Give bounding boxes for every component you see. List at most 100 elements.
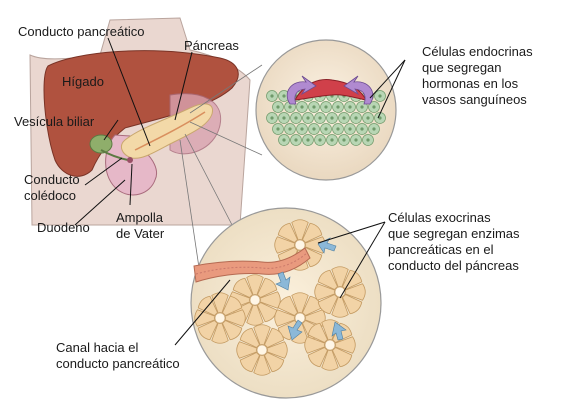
endocrine-cell-nucleus xyxy=(348,105,352,109)
endocrine-cell-nucleus xyxy=(318,138,322,142)
pointer-lines xyxy=(74,37,406,346)
label-gallbladder: Vesícula biliar xyxy=(14,114,95,129)
exocrine-cell xyxy=(257,277,278,298)
endocrine-cell-nucleus xyxy=(348,127,352,131)
exocrine-cell xyxy=(291,292,309,313)
endocrine-cell-nucleus xyxy=(354,138,358,142)
exocrine-cell xyxy=(267,341,288,359)
exocrine-cell xyxy=(307,322,328,343)
endocrine-cell-nucleus xyxy=(336,105,340,109)
acinus-lumen xyxy=(249,294,261,306)
exocrine-cell xyxy=(314,283,335,301)
exocrine-cell xyxy=(345,283,366,301)
endocrine-cell-nucleus xyxy=(288,105,292,109)
endocrine-cell-nucleus xyxy=(354,116,358,120)
bile-duct-line xyxy=(100,149,129,161)
endocrine-cell-nucleus xyxy=(324,105,328,109)
endocrine-cell-nucleus xyxy=(342,116,346,120)
exocrine-cell xyxy=(332,347,353,368)
exocrine-cell xyxy=(321,350,339,371)
acinus-lumen xyxy=(256,344,268,356)
endocrine-cell-nucleus xyxy=(282,138,286,142)
exocrine-cell xyxy=(331,297,349,318)
endocrine-cell-nucleus xyxy=(276,127,280,131)
exocrine-cell xyxy=(291,219,309,240)
endocrine-cell-nucleus xyxy=(372,127,376,131)
exocrine-cell xyxy=(307,347,328,368)
exocrine-circle xyxy=(190,207,382,399)
endocrine-cell-nucleus xyxy=(270,116,274,120)
exocrine-cell xyxy=(274,309,295,327)
channel-tube xyxy=(193,247,311,283)
endocrine-cell-nucleus xyxy=(318,116,322,120)
endocrine-cell-nucleus xyxy=(372,105,376,109)
hormone-arrow-left xyxy=(286,75,317,105)
acinus-lumen xyxy=(324,339,336,351)
endocrine-cell-nucleus xyxy=(276,105,280,109)
label-exocrine-cells: Células exocrinas que segregan enzimas p… xyxy=(388,210,520,273)
endocrine-cell-nucleus xyxy=(342,138,346,142)
exocrine-cell xyxy=(222,320,243,341)
label-channel: Canal hacia el conducto pancreático xyxy=(56,340,180,371)
exocrine-cell xyxy=(264,352,285,373)
exocrine-cell xyxy=(302,222,323,243)
endocrine-cell-nucleus xyxy=(306,116,310,120)
label-endocrine-cells: Células endocrinas que segregan hormonas… xyxy=(422,44,533,107)
label-pancreatic-duct: Conducto pancreático xyxy=(18,24,145,39)
endocrine-cell-nucleus xyxy=(282,116,286,120)
exocrine-cell xyxy=(342,294,363,315)
exocrine-cell xyxy=(317,269,338,290)
exocrine-cell xyxy=(246,274,264,295)
exocrine-cell xyxy=(197,320,218,341)
label-liver: Hígado xyxy=(62,74,104,89)
exocrine-cell xyxy=(222,295,243,316)
endocrine-cell-nucleus xyxy=(294,116,298,120)
exocrine-cell xyxy=(225,309,246,327)
endocrine-cell-nucleus xyxy=(366,116,370,120)
exocrine-cell xyxy=(264,327,285,348)
exocrine-cell xyxy=(260,291,281,309)
exocrine-cell xyxy=(335,336,356,354)
endocrine-cell-nucleus xyxy=(378,94,382,98)
exocrine-cell xyxy=(236,341,257,359)
label-common-bile-duct: Conducto colédoco xyxy=(24,172,80,203)
exocrine-cell xyxy=(253,355,271,376)
pancreatic-duct-line xyxy=(134,111,206,151)
exocrine-cell xyxy=(211,292,229,313)
acinus-lumen xyxy=(294,239,306,251)
label-pancreas: Páncreas xyxy=(184,38,239,53)
label-duodenum: Duodeno xyxy=(37,220,90,235)
exocrine-cell xyxy=(239,327,260,348)
endocrine-cell-nucleus xyxy=(270,94,274,98)
exocrine-cell xyxy=(239,352,260,373)
endocrine-cell-nucleus xyxy=(282,94,286,98)
islet-cells xyxy=(266,90,386,146)
exocrine-cell xyxy=(274,236,295,254)
acinus-lumen xyxy=(214,312,226,324)
endocrine-cell-nucleus xyxy=(378,116,382,120)
exocrine-cell xyxy=(277,222,298,243)
exocrine-cell xyxy=(317,294,338,315)
endocrine-cell-nucleus xyxy=(366,138,370,142)
ampulla-spot xyxy=(127,157,133,163)
exocrine-cell xyxy=(277,295,298,316)
endocrine-cell-nucleus xyxy=(312,105,316,109)
gallbladder xyxy=(89,134,113,154)
endocrine-cell-nucleus xyxy=(312,127,316,131)
exocrine-cell xyxy=(246,305,264,326)
exocrine-cell xyxy=(253,324,271,345)
acini-clusters xyxy=(194,219,366,376)
exocrine-cell xyxy=(232,277,253,298)
channel-tube-lining xyxy=(195,252,308,275)
endocrine-cell-nucleus xyxy=(360,105,364,109)
label-ampulla: Ampolla de Vater xyxy=(116,210,165,241)
exocrine-cell xyxy=(304,336,325,354)
exocrine-cell xyxy=(331,266,349,287)
endocrine-cell-nucleus xyxy=(288,127,292,131)
exocrine-cell xyxy=(321,319,339,340)
endocrine-cell-nucleus xyxy=(360,127,364,131)
exocrine-cell xyxy=(211,323,229,344)
endocrine-cell-nucleus xyxy=(294,138,298,142)
